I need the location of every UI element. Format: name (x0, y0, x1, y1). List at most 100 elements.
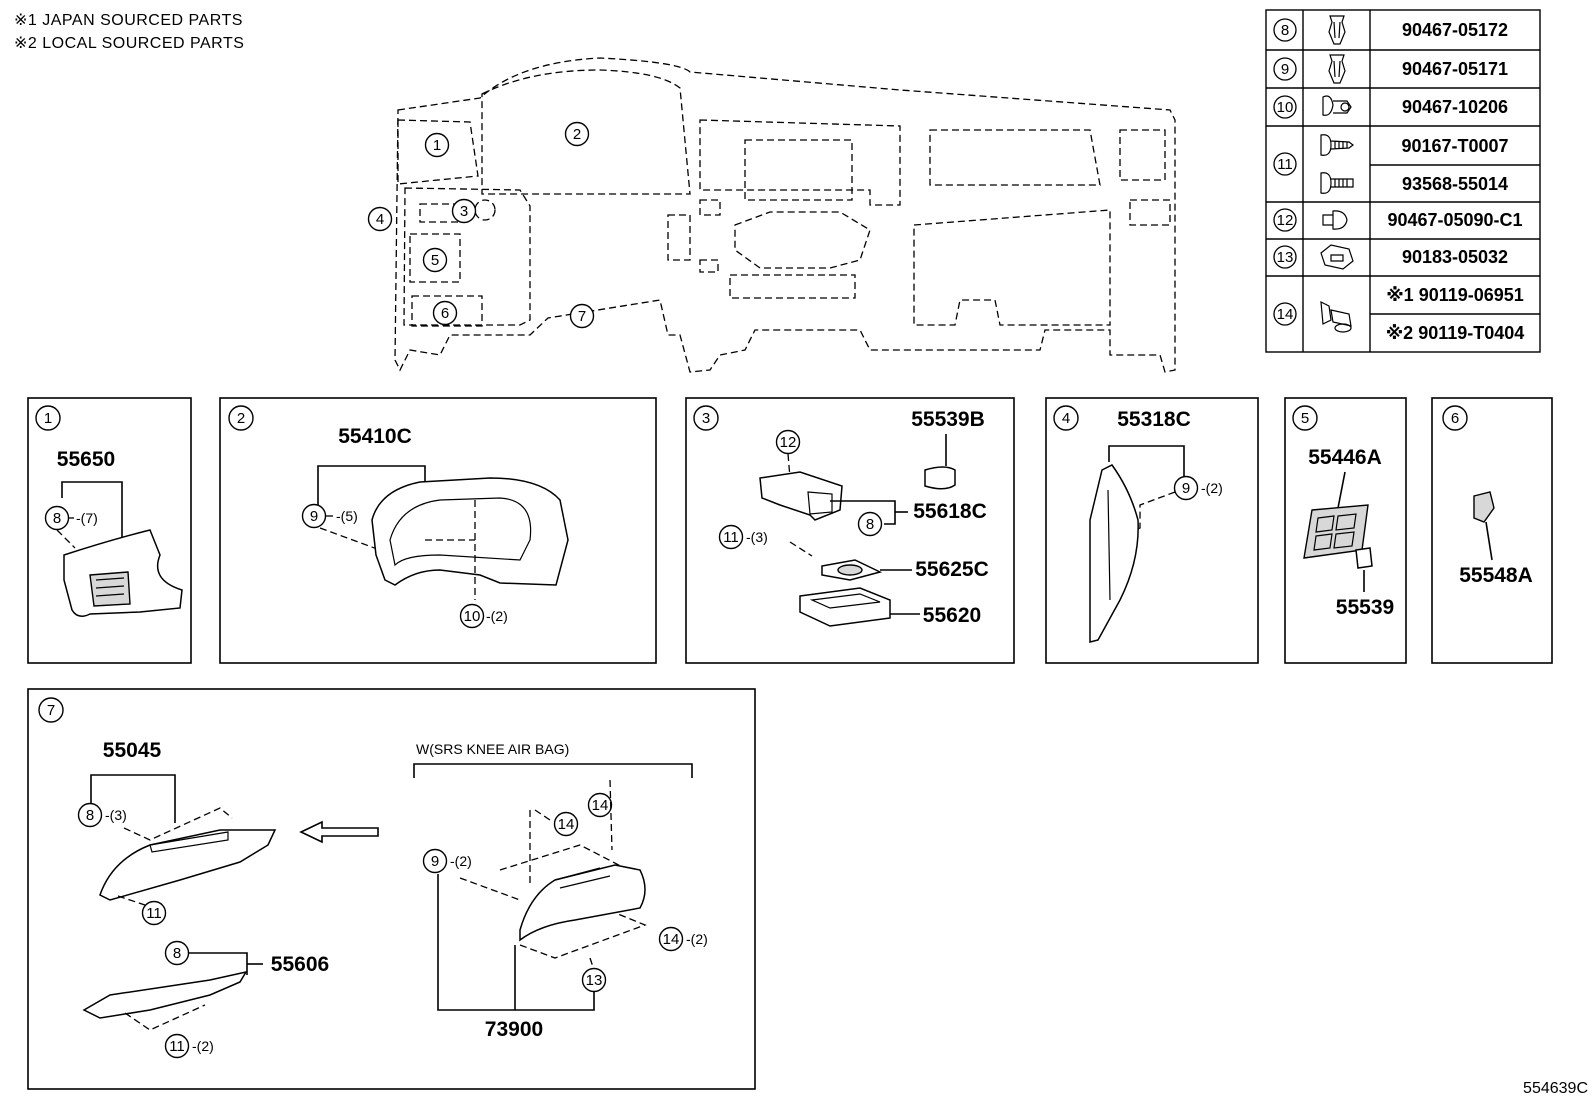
part-number: 55410C (338, 425, 412, 448)
fastener-part-number: 90467-10206 (1402, 97, 1508, 117)
meter-hood (371, 477, 569, 586)
figure-id: 554639C (1523, 1080, 1588, 1097)
callout-overview-3: 3 (451, 198, 477, 224)
svg-text:13: 13 (586, 972, 603, 989)
svg-text:4: 4 (1062, 410, 1070, 427)
panel-4: 4 55318C 9 -(2) (1045, 397, 1259, 664)
svg-text:13: 13 (1277, 249, 1294, 266)
lower-reinforcement (82, 970, 248, 1019)
fastener-part-number: ※2 90119-T0404 (1386, 323, 1525, 343)
table-ref-13: 13 (1273, 245, 1297, 269)
panel-number: 5 (1292, 405, 1318, 431)
svg-text:4: 4 (376, 211, 384, 228)
svg-text:8: 8 (1281, 22, 1289, 39)
tapping-screw-icon (1320, 134, 1354, 156)
svg-text:10: 10 (1277, 99, 1294, 116)
callout-ref: 11 (164, 1033, 190, 1059)
table-ref-10: 10 (1273, 95, 1297, 119)
callout-ref: 13 (581, 967, 607, 993)
note-japan-sourced: ※1 JAPAN SOURCED PARTS (14, 12, 243, 29)
rivet-clip-icon (1322, 95, 1352, 116)
panel-number: 6 (1442, 405, 1468, 431)
quantity: -(2) (486, 608, 508, 624)
callout-overview-7: 7 (569, 303, 595, 329)
callout-ref: 8 (77, 802, 103, 828)
fastener-part-number: 93568-55014 (1402, 174, 1508, 194)
quantity: -(7) (76, 510, 98, 526)
bolt-washer-icon (1320, 300, 1352, 333)
part-number: 55318C (1117, 408, 1191, 431)
fastener-table: 8 9 10 11 12 13 14 90467-05172 90467-051… (1265, 9, 1541, 353)
svg-text:9: 9 (431, 853, 439, 870)
svg-text:14: 14 (1277, 306, 1294, 323)
callout-overview-2: 2 (564, 121, 590, 147)
socket (924, 466, 956, 490)
table-ref-11: 11 (1273, 152, 1297, 176)
quantity: -(2) (686, 931, 708, 947)
svg-text:6: 6 (441, 305, 449, 322)
svg-text:11: 11 (169, 1038, 185, 1055)
quantity: -(3) (105, 807, 127, 823)
fastener-part-number: 90467-05090-C1 (1387, 210, 1522, 230)
svg-text:14: 14 (558, 816, 575, 833)
quantity: -(2) (450, 853, 472, 869)
callout-ref: 8 (44, 505, 70, 531)
panel-number: 1 (35, 405, 61, 431)
part-number: 55539B (911, 408, 985, 431)
svg-text:3: 3 (702, 410, 710, 427)
callout-overview-1: 1 (424, 132, 450, 158)
table-ref-8: 8 (1273, 18, 1297, 42)
push-clip-icon (1328, 54, 1346, 84)
table-ref-14: 14 (1273, 302, 1297, 326)
callout-ref: 9 (422, 848, 448, 874)
svg-text:2: 2 (237, 410, 245, 427)
callout-overview-5: 5 (422, 247, 448, 273)
callout-ref: 14 (587, 792, 613, 818)
svg-text:9: 9 (310, 508, 318, 525)
svg-text:11: 11 (723, 529, 739, 546)
callout-ref: 14 (553, 811, 579, 837)
svg-text:5: 5 (431, 252, 439, 269)
instrument-lower-panel (99, 829, 277, 901)
variant-label: W(SRS KNEE AIR BAG) (416, 741, 569, 757)
svg-text:9: 9 (1182, 480, 1190, 497)
svg-text:8: 8 (86, 807, 94, 824)
part-number: 55650 (57, 448, 115, 471)
nut-clip-icon (1320, 244, 1354, 270)
panel-6: 6 55548A (1431, 397, 1553, 664)
svg-text:8: 8 (173, 945, 181, 962)
svg-text:12: 12 (1277, 212, 1294, 229)
svg-text:6: 6 (1451, 410, 1459, 427)
svg-text:9: 9 (1281, 61, 1289, 78)
part-number: 55539 (1336, 596, 1394, 619)
panel-5: 5 55446A 55539 (1284, 397, 1407, 664)
table-ref-12: 12 (1273, 208, 1297, 232)
panel-number: 4 (1053, 405, 1079, 431)
quantity: -(2) (1201, 480, 1223, 496)
panel-number: 3 (693, 405, 719, 431)
hole-cover (1473, 491, 1495, 523)
svg-text:1: 1 (433, 137, 441, 154)
svg-text:1: 1 (44, 410, 52, 427)
part-number: 55620 (923, 604, 981, 627)
svg-text:11: 11 (146, 905, 162, 922)
pin-clip-icon (1322, 210, 1348, 230)
part-number: 55446A (1308, 446, 1382, 469)
push-clip-icon (1328, 15, 1346, 45)
callout-ref: 9 (1173, 475, 1199, 501)
knee-airbag (519, 864, 646, 942)
ashtray-drawer (799, 587, 891, 627)
tapping-screw-icon (1320, 172, 1354, 194)
svg-text:2: 2 (573, 126, 581, 143)
fastener-part-number: 90467-05171 (1402, 59, 1508, 79)
callout-ref: 11 (141, 900, 167, 926)
switch-plug (1355, 547, 1373, 569)
svg-text:3: 3 (460, 203, 468, 220)
quantity: -(3) (746, 529, 768, 545)
lower-side-panel (1089, 464, 1139, 643)
svg-text:8: 8 (53, 510, 61, 527)
svg-text:11: 11 (1277, 156, 1293, 173)
quantity: -(5) (336, 508, 358, 524)
part-number: 55625C (915, 558, 989, 581)
cup-holder-housing (759, 471, 843, 521)
